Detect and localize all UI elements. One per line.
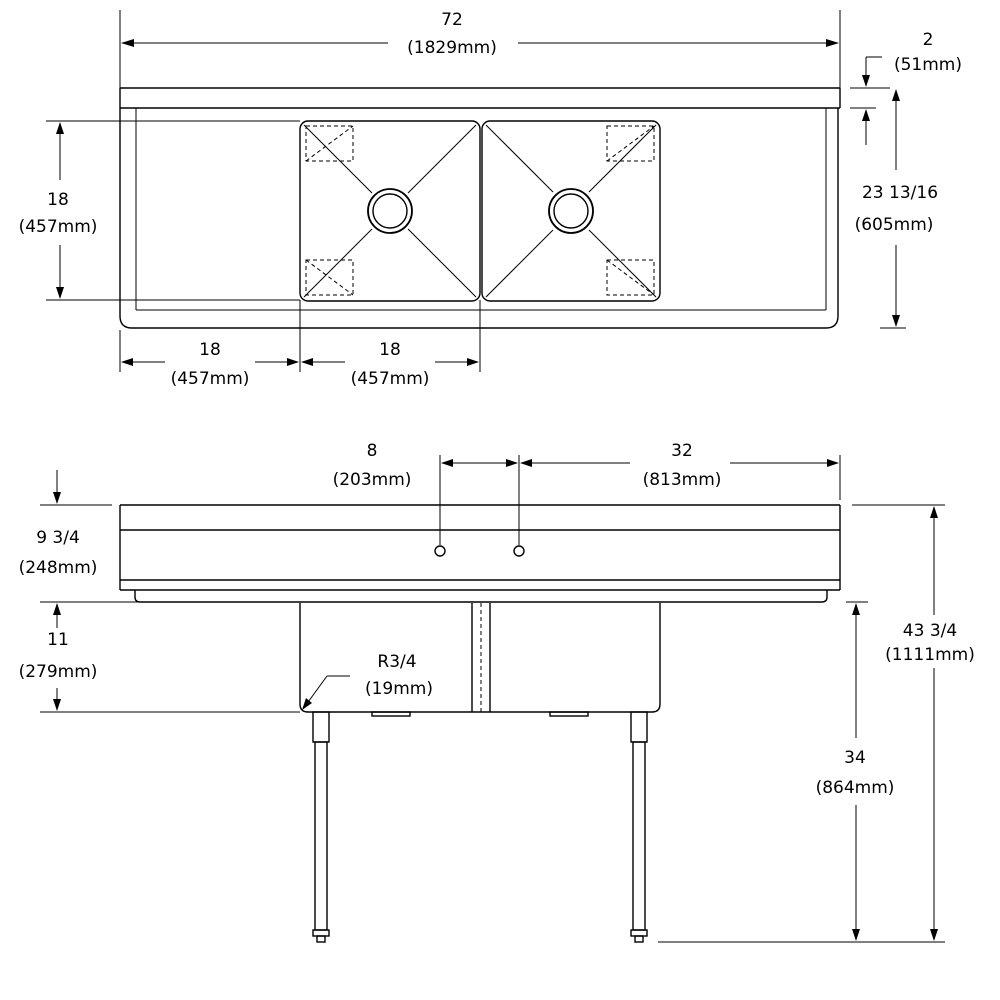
faucet-spacing-mm: (203mm) <box>333 470 412 490</box>
backsplash-height-mm: (51mm) <box>894 55 962 75</box>
bowls-front <box>299 603 661 717</box>
left-bowl <box>299 120 481 302</box>
dim-drainboard-length: 18 (457mm) <box>119 300 301 389</box>
corner-radius-mm: (19mm) <box>365 679 433 699</box>
dim-rim-height: 34 (864mm) <box>816 601 895 941</box>
dim-bowl-height: 11 (279mm) <box>19 603 300 713</box>
top-view: 72 (1829mm) 2 (51mm) 23 13/16 (605mm) <box>19 10 962 389</box>
overall-height-in: 43 3/4 <box>903 621 957 641</box>
callout-corner-radius: R3/4 (19mm) <box>302 652 433 710</box>
overall-length-in: 72 <box>441 10 463 30</box>
front-view: 8 (203mm) 32 (813mm) 9 3/4 (248mm) <box>19 441 975 943</box>
left-drain-icon <box>367 188 413 234</box>
dim-backsplash-height: 2 (51mm) <box>850 30 962 145</box>
faucet-offset-in: 32 <box>671 441 693 461</box>
overall-height-mm: (1111mm) <box>885 645 975 665</box>
faucet-hole-right-icon <box>513 545 525 557</box>
sink-top-outline <box>119 87 841 329</box>
rim-height-in: 34 <box>844 748 866 768</box>
dim-bowl-width: 18 (457mm) <box>301 300 481 389</box>
right-drain-icon <box>548 188 594 234</box>
backsplash-total-mm: (248mm) <box>19 558 98 578</box>
right-bowl <box>481 120 661 302</box>
drainboard-length-mm: (457mm) <box>171 369 250 389</box>
overall-length-mm: (1829mm) <box>407 38 497 58</box>
faucet-hole-left-icon <box>434 545 446 557</box>
dim-backsplash-total: 9 3/4 (248mm) <box>19 470 300 603</box>
faucet-spacing-in: 8 <box>367 441 378 461</box>
corner-radius-in: R3/4 <box>377 652 416 672</box>
dim-depth: 23 13/16 (605mm) <box>855 89 938 329</box>
dim-overall-height: 43 3/4 (1111mm) <box>658 504 975 943</box>
bowl-height-in: 11 <box>47 630 69 650</box>
sink-front-body <box>119 504 841 603</box>
rim-height-mm: (864mm) <box>816 778 895 798</box>
dim-overall-length: 72 (1829mm) <box>119 10 841 88</box>
backsplash-height-in: 2 <box>923 30 934 50</box>
bowl-width-in: 18 <box>379 340 401 360</box>
dim-faucet-offset: 32 (813mm) <box>520 441 841 500</box>
backsplash-total-in: 9 3/4 <box>36 528 80 548</box>
bowl-depth-mm: (457mm) <box>19 217 98 237</box>
legs <box>312 711 648 943</box>
drainboard-length-in: 18 <box>199 340 221 360</box>
faucet-offset-mm: (813mm) <box>643 470 722 490</box>
bowl-height-mm: (279mm) <box>19 662 98 682</box>
dim-bowl-depth: 18 (457mm) <box>19 120 300 301</box>
dim-faucet-spacing: 8 (203mm) <box>333 441 520 545</box>
depth-mm: (605mm) <box>855 215 934 235</box>
bowl-width-mm: (457mm) <box>351 369 430 389</box>
depth-in: 23 13/16 <box>862 183 938 203</box>
bowl-depth-in: 18 <box>47 190 69 210</box>
